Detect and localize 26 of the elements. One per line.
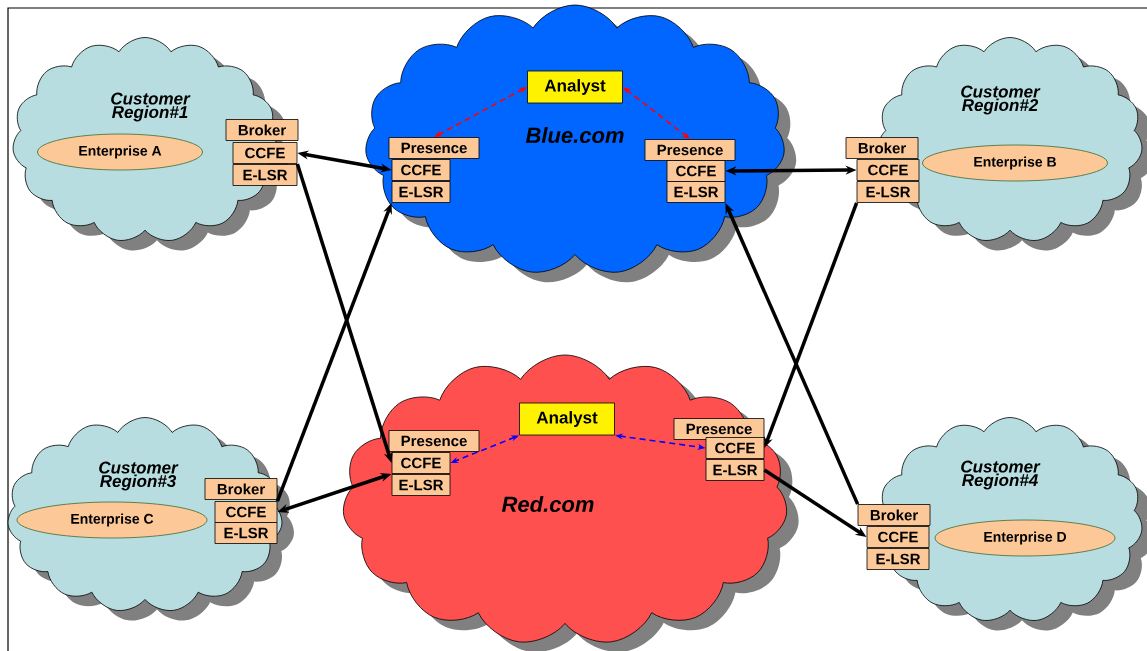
analyst-box: Analyst [519, 402, 615, 436]
analyst-box: Analyst [527, 70, 623, 104]
component-box: CCFE [666, 160, 726, 182]
component-box: Presence [388, 430, 480, 452]
component-box: E-LSR [866, 548, 930, 570]
component-box: Presence [673, 418, 765, 440]
component-box: CCFE [232, 142, 298, 164]
component-box: Broker [857, 504, 931, 526]
component-box: CCFE [391, 159, 451, 181]
component-box: Broker [845, 137, 919, 159]
component-box: Broker [204, 478, 278, 500]
component-box: CCFE [214, 501, 278, 523]
component-box: Broker [225, 119, 299, 141]
component-box: Presence [388, 137, 480, 159]
component-box: E-LSR [232, 164, 298, 186]
component-box: E-LSR [214, 522, 278, 544]
component-box: CCFE [866, 526, 930, 548]
component-box: CCFE [705, 437, 765, 459]
component-box: CCFE [391, 452, 451, 474]
component-box: E-LSR [391, 181, 451, 203]
component-box: E-LSR [705, 459, 765, 481]
component-box: E-LSR [666, 181, 726, 203]
component-box: CCFE [856, 159, 920, 181]
component-box: Presence [644, 139, 736, 161]
component-box: E-LSR [391, 474, 451, 496]
component-box: E-LSR [856, 181, 920, 203]
